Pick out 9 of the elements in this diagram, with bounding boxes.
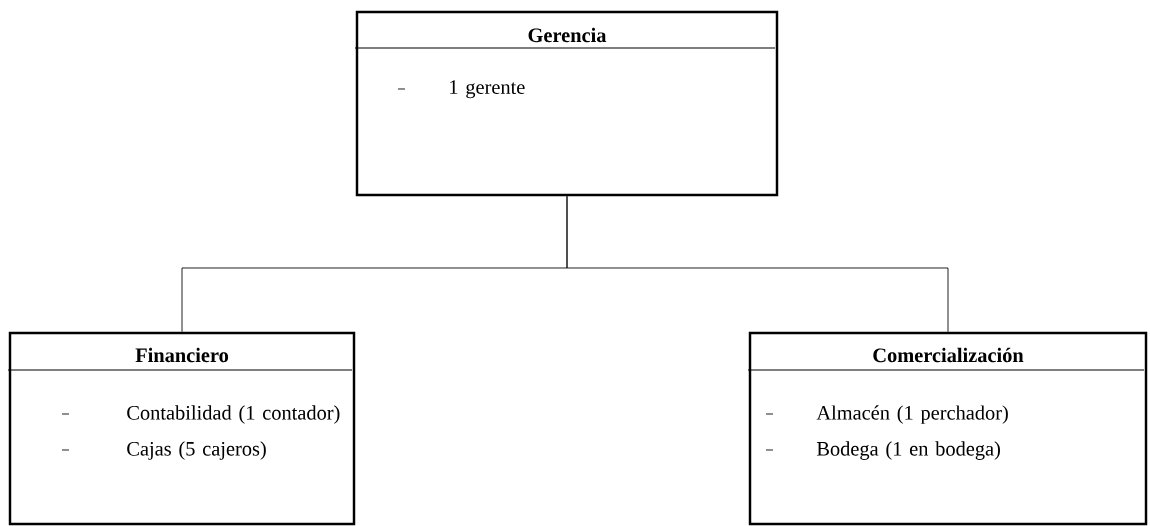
list-item: Contabilidad (1 contador) — [127, 405, 340, 424]
list-item: 1 gerente — [450, 80, 525, 99]
list-item: Bodega (1 en bodega) — [816, 441, 1000, 460]
department-box: Gerencia 1 gerente — [354, 10, 779, 197]
list-item: Cajas (5 cajeros) — [127, 441, 266, 460]
department-box: Comercialización Almacén (1 perchador) Bodega (1 en bodega) — [747, 331, 1148, 526]
department-box: Financiero Contabilidad (1 contador) Cajas (5 cajeros) — [7, 331, 356, 526]
connector-line — [566, 195, 949, 333]
list-item: Almacén (1 perchador) — [816, 405, 1008, 424]
